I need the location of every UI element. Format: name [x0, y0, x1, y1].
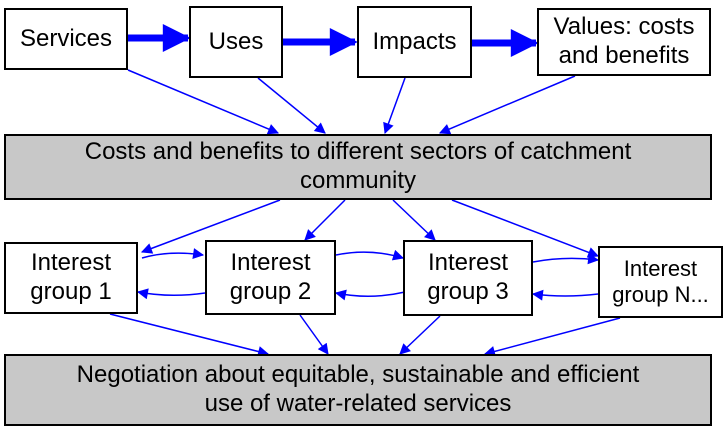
values-label-line1: Values: costs	[553, 13, 695, 41]
interest-group-1-box: Interest group 1	[4, 242, 138, 314]
interest-group-n-line1: Interest	[623, 255, 698, 281]
uses-box: Uses	[189, 6, 283, 78]
arrow-group3-to-negotiation	[399, 315, 441, 355]
uses-label: Uses	[208, 27, 264, 55]
impacts-box: Impacts	[357, 6, 472, 78]
services-label: Services	[19, 24, 113, 52]
arrow-groupN-to-negotiation	[483, 317, 621, 357]
costs-benefits-box: Costs and benefits to different sectors …	[4, 134, 712, 200]
interest-group-1-line2: group 1	[30, 278, 112, 305]
interest-group-n-box: Interest group N...	[598, 246, 723, 318]
interest-group-3-line1: Interest	[427, 249, 509, 277]
arrow-groupN-to-group3	[531, 289, 599, 301]
values-box: Values: costs and benefits	[537, 8, 711, 76]
arrow-values-to-costs	[438, 75, 576, 135]
interest-group-3-box: Interest group 3	[403, 240, 533, 316]
arrow-costs-to-group1	[140, 199, 281, 254]
interest-group-3-line2: group 3	[427, 278, 509, 305]
costs-benefits-line2: community	[299, 167, 416, 194]
arrow-impacts-to-costs	[383, 77, 406, 135]
impacts-label: Impacts	[372, 27, 457, 55]
arrow-group3-to-groupN	[532, 253, 600, 265]
arrow-costs-to-group2	[304, 199, 346, 241]
arrow-group2-to-group1	[136, 288, 206, 300]
costs-benefits-line1: Costs and benefits to different sectors …	[84, 138, 632, 166]
arrow-group2-to-group3	[335, 249, 405, 261]
interest-group-2-box: Interest group 2	[205, 240, 336, 315]
arrow-group2-to-negotiation	[299, 314, 329, 355]
negotiation-line2: use of water-related services	[204, 390, 512, 417]
interest-group-1-line1: Interest	[30, 249, 112, 277]
arrow-group1-to-group2	[141, 248, 205, 259]
negotiation-box: Negotiation about equitable, sustainable…	[4, 354, 712, 426]
arrow-group3-to-group2	[334, 289, 406, 301]
services-box: Services	[4, 8, 128, 70]
arrow-costs-to-group3	[392, 199, 436, 241]
negotiation-line1: Negotiation about equitable, sustainable…	[76, 361, 640, 389]
interest-group-2-line1: Interest	[230, 248, 311, 276]
arrow-group1-to-negotiation	[109, 313, 270, 357]
interest-group-n-line2: group N...	[612, 282, 709, 307]
interest-group-2-line2: group 2	[229, 277, 312, 305]
arrow-services-to-costs	[127, 69, 280, 135]
arrow-costs-to-groupN	[451, 199, 600, 258]
arrow-uses-to-costs	[257, 77, 326, 134]
values-label-line2: and benefits	[558, 42, 690, 69]
